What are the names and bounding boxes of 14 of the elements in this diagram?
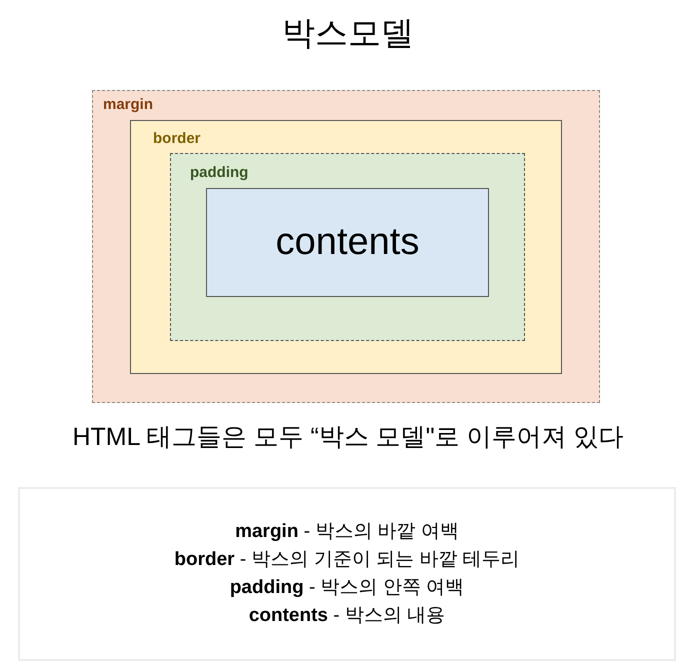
description-text: padding - 박스의 안쪽 여백 — [230, 576, 464, 600]
margin-box — [92, 90, 600, 403]
box-label: contents — [276, 220, 420, 265]
caption-text: HTML 태그들은 모두 “박스 모델"로 이루어져 있다 — [72, 423, 624, 451]
border-box — [130, 120, 562, 374]
box-label: margin — [103, 95, 154, 115]
box-label: padding — [190, 163, 248, 183]
box-label: border — [153, 129, 201, 149]
title: 박스모델 — [282, 14, 414, 51]
padding-box — [170, 153, 525, 341]
description-text: margin - 박스의 바깥 여백 — [235, 520, 459, 544]
contents-box — [206, 188, 489, 297]
description-text: border - 박스의 기준이 되는 바깥 테두리 — [174, 548, 520, 572]
description-text: contents - 박스의 내용 — [248, 604, 446, 628]
